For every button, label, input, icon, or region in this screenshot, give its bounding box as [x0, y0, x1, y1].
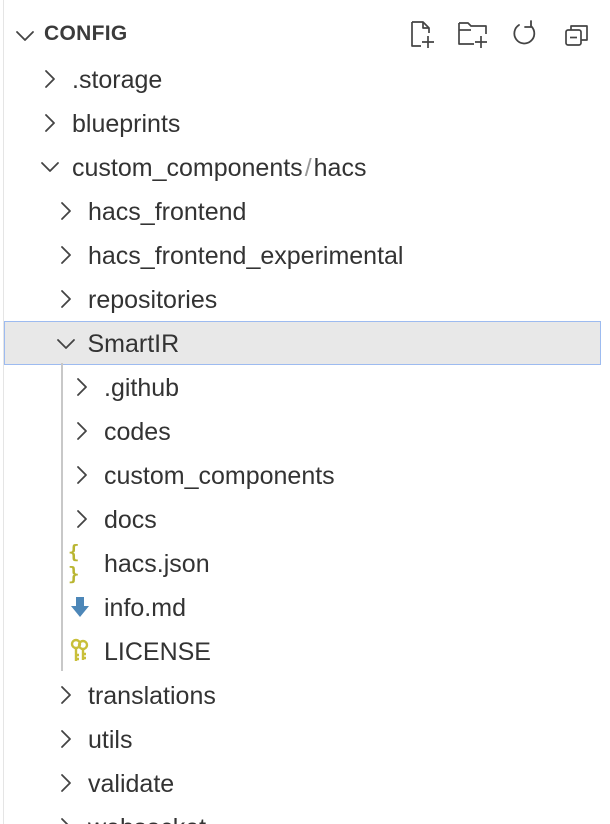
compact-folder-separator: /	[304, 154, 312, 182]
tree-folder-row[interactable]: custom_components	[0, 453, 610, 497]
tree-item-label: websocket	[88, 814, 206, 824]
tree-folder-row[interactable]: validate	[0, 761, 610, 805]
chevron-right-icon[interactable]	[70, 419, 94, 443]
chevron-right-icon[interactable]	[70, 463, 94, 487]
indent-guide	[61, 363, 63, 671]
chevron-down-icon[interactable]	[14, 25, 36, 47]
tree-item-label: validate	[88, 770, 174, 799]
chevron-down-icon[interactable]	[38, 155, 62, 179]
tree-item-name: translations	[88, 682, 216, 710]
tree-folder-row[interactable]: hacs_frontend_experimental	[0, 233, 610, 277]
tree-item-label: custom_components	[104, 462, 335, 491]
chevron-down-icon[interactable]	[54, 332, 78, 356]
chevron-right-icon[interactable]	[54, 243, 78, 267]
chevron-right-icon[interactable]	[38, 67, 62, 91]
chevron-right-icon[interactable]	[70, 507, 94, 531]
tree-folder-row[interactable]: hacs_frontend	[0, 189, 610, 233]
chevron-right-icon[interactable]	[54, 771, 78, 795]
tree-item-name: info.md	[104, 594, 186, 622]
tree-item-label: repositories	[88, 286, 217, 315]
tree-item-name: repositories	[88, 286, 218, 314]
tree-item-name: .github	[104, 374, 180, 402]
tree-item-name: websocket	[88, 814, 206, 824]
tree-item-name: custom_components	[72, 154, 303, 182]
tree-folder-row[interactable]: repositories	[0, 277, 610, 321]
tree-item-label: codes	[104, 418, 171, 447]
tree-item-label: .github	[104, 374, 179, 403]
chevron-right-icon[interactable]	[54, 683, 78, 707]
tree-item-label: info.md	[104, 594, 186, 623]
tree-item-name: validate	[88, 770, 175, 798]
refresh-icon[interactable]	[508, 17, 542, 51]
explorer-section-title: CONFIG	[44, 22, 128, 45]
tree-item-label: custom_components/hacs	[72, 154, 366, 183]
explorer-actions	[404, 17, 594, 51]
tree-folder-row[interactable]: blueprints	[0, 101, 610, 145]
tree-folder-row[interactable]: translations	[0, 673, 610, 717]
tree-folder-row[interactable]: SmartIR	[4, 321, 601, 365]
tree-folder-row[interactable]: codes	[0, 409, 610, 453]
chevron-right-icon[interactable]	[54, 727, 78, 751]
chevron-right-icon[interactable]	[54, 815, 78, 824]
tree-folder-row[interactable]: websocket	[0, 805, 610, 824]
new-file-icon[interactable]	[404, 17, 438, 51]
new-folder-icon[interactable]	[456, 17, 490, 51]
tree-folder-row[interactable]: docs	[0, 497, 610, 541]
tree-item-name: SmartIR	[87, 329, 180, 358]
tree-item-label: .storage	[72, 66, 162, 95]
tree-file-row[interactable]: info.md	[0, 585, 610, 629]
license-keys-icon	[68, 638, 92, 663]
tree-item-name: .storage	[72, 66, 163, 94]
chevron-right-icon[interactable]	[54, 287, 78, 311]
tree-folder-row[interactable]: custom_components/hacs	[0, 145, 610, 189]
json-braces-icon: { }	[68, 541, 79, 585]
explorer-left-border	[3, 0, 4, 824]
tree-item-label: hacs_frontend_experimental	[88, 242, 403, 271]
tree-file-row[interactable]: { } hacs.json	[0, 541, 610, 585]
tree-folder-row[interactable]: utils	[0, 717, 610, 761]
markdown-arrow-icon	[68, 595, 92, 619]
tree-item-name: codes	[104, 418, 171, 446]
tree-file-row[interactable]: LICENSE	[0, 629, 610, 673]
chevron-right-icon[interactable]	[38, 111, 62, 135]
tree-item-name[interactable]: hacs	[313, 154, 367, 182]
chevron-right-icon[interactable]	[70, 375, 94, 399]
tree-item-name: custom_components	[104, 462, 335, 490]
tree-folder-row[interactable]: .github	[0, 365, 610, 409]
tree-item-name: blueprints	[72, 110, 181, 138]
explorer-section-header[interactable]: CONFIG	[0, 12, 610, 58]
tree-item-label: translations	[88, 682, 216, 711]
chevron-right-icon[interactable]	[54, 199, 78, 223]
tree-item-label: utils	[88, 726, 132, 755]
tree-item-label: docs	[104, 506, 157, 535]
tree-item-name: utils	[88, 726, 133, 754]
tree-item-label: LICENSE	[104, 638, 211, 667]
tree-item-label: SmartIR	[88, 330, 180, 359]
collapse-all-icon[interactable]	[560, 17, 594, 51]
tree-folder-row[interactable]: .storage	[0, 57, 610, 101]
tree-item-label: blueprints	[72, 110, 180, 139]
tree-item-name: hacs_frontend_experimental	[88, 242, 404, 270]
tree-item-name: hacs_frontend	[88, 198, 247, 226]
tree-item-name: docs	[104, 506, 157, 534]
tree-item-label: hacs_frontend	[88, 198, 246, 227]
tree-item-name: LICENSE	[104, 638, 211, 666]
tree-item-name: hacs.json	[104, 550, 210, 578]
tree-item-label: hacs.json	[104, 550, 210, 579]
